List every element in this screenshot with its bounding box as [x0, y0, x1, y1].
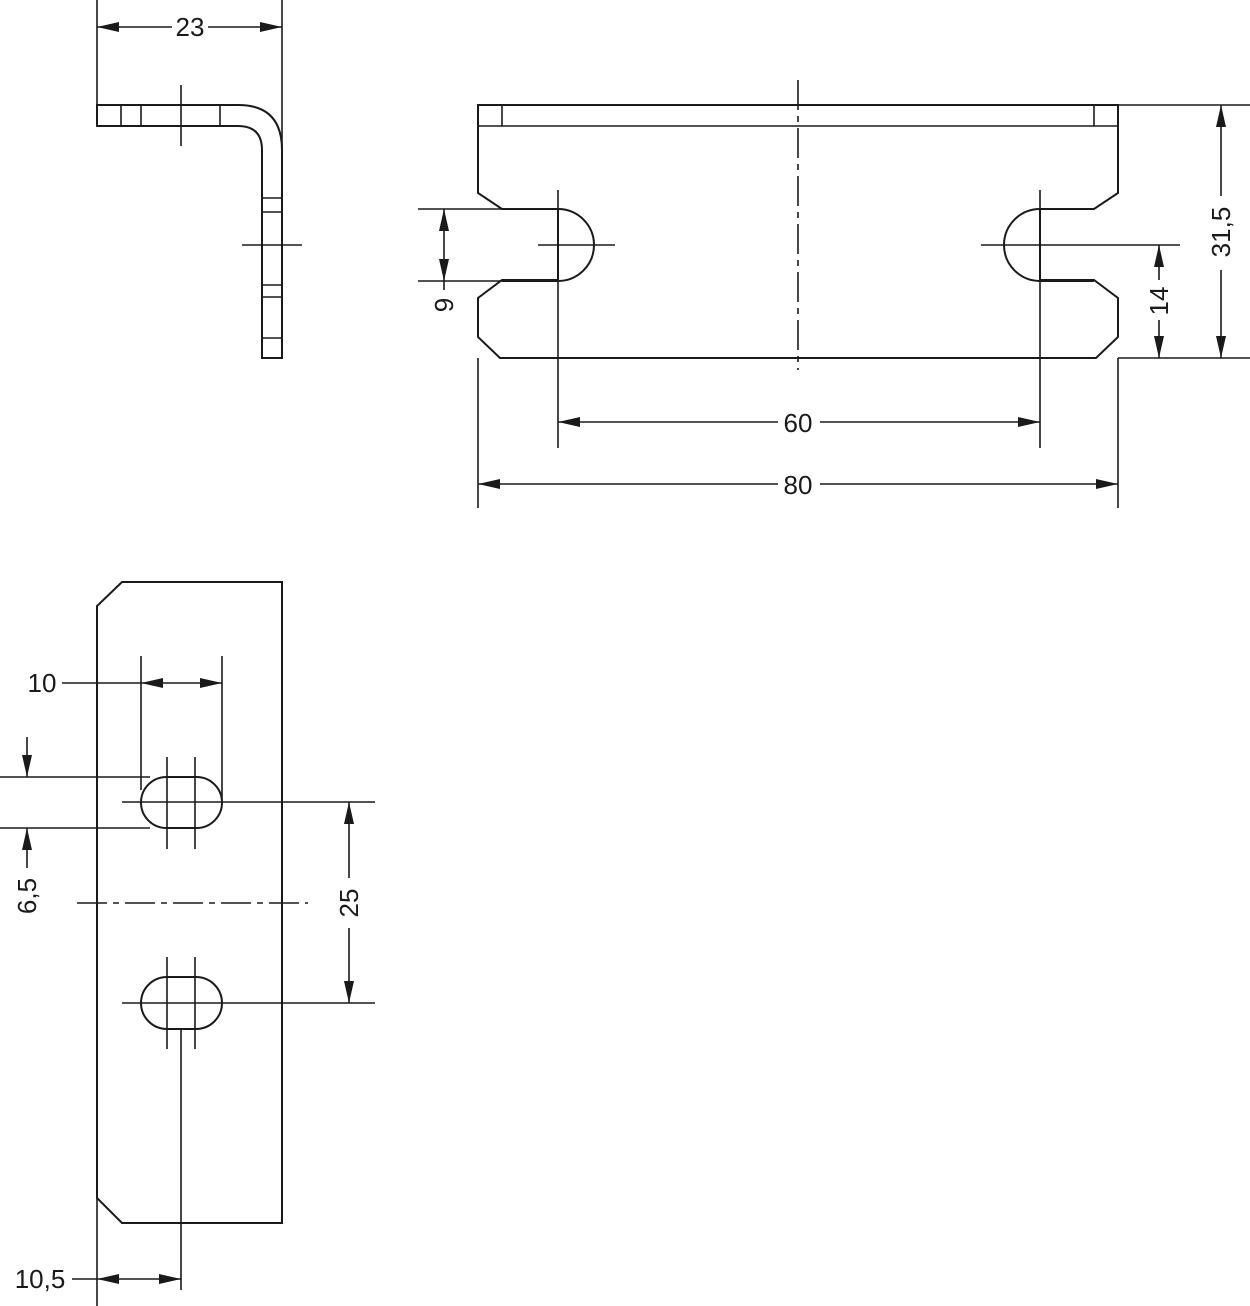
dim-label-hole-spacing: 25	[334, 889, 364, 918]
dim-label-hole-width: 6,5	[12, 878, 42, 914]
dim-label-slot-spacing: 60	[784, 408, 813, 438]
dim-label-edge-offset: 10,5	[15, 1264, 66, 1294]
front-view: 9 60 80 14 31,5	[418, 80, 1250, 508]
dim-label-half-height: 14	[1144, 287, 1174, 316]
plan-view: 10 6,5 25 10,5	[0, 581, 375, 1306]
side-view: 23	[96, 0, 302, 359]
dim-label-hole-length: 10	[28, 668, 57, 698]
dim-label-front-height: 31,5	[1206, 207, 1236, 258]
dim-label-side-width: 23	[176, 12, 205, 42]
dim-label-total-length: 80	[784, 470, 813, 500]
dim-label-slot-width: 9	[429, 298, 459, 312]
